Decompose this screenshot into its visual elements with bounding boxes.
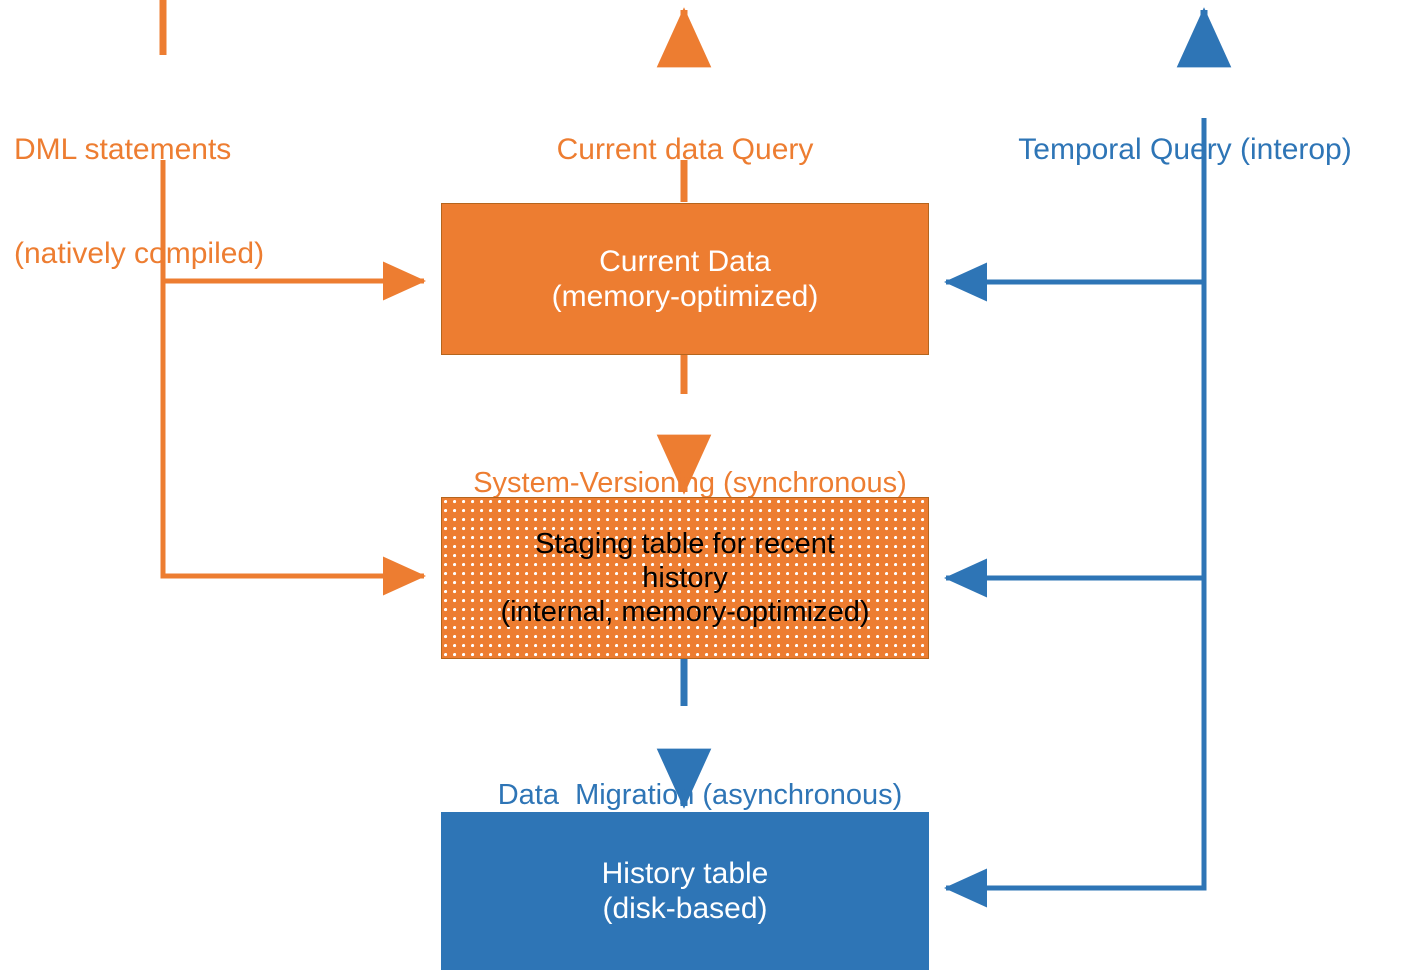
label-dml-statements-line1: DML statements (14, 132, 232, 166)
node-current-data-line2: (memory-optimized) (551, 280, 819, 313)
node-staging-table-line1: Staging table for recent (535, 527, 835, 560)
node-staging-table-line3: (internal, memory-optimized) (500, 596, 870, 629)
node-staging-table-line2: history (642, 561, 728, 594)
label-temporal-query-line1: Temporal Query (interop) (1018, 132, 1352, 166)
node-current-data[interactable]: Current Data (memory-optimized) (441, 203, 929, 355)
node-history-table-line2: (disk-based) (602, 892, 768, 925)
label-dml-statements: DML statements (natively compiled) (14, 63, 344, 341)
label-current-data-query-line1: Current data Query (556, 132, 814, 166)
label-data-migration-line1: Data Migration (asynchronous) (497, 779, 903, 812)
node-history-table-line1: History table (601, 856, 769, 890)
node-current-data-line1: Current Data (599, 244, 771, 278)
label-system-versioning-line1: System-Versioning (synchronous) (473, 467, 907, 500)
connector-dml-to-staging-table (160, 281, 427, 596)
node-staging-table[interactable]: Staging table for recent history (intern… (441, 497, 929, 659)
label-data-migration: Data Migration (asynchronous) (410, 712, 990, 880)
connector-temporal-query-to-history-table (943, 578, 1207, 908)
node-history-table[interactable]: History table (disk-based) (441, 812, 929, 970)
label-system-versioning: System-Versioning (synchronous) (400, 400, 980, 568)
label-temporal-query: Temporal Query (interop) (960, 63, 1410, 237)
connector-temporal-query-to-staging-table (943, 282, 1207, 598)
label-dml-statements-line2: (natively compiled) (14, 236, 265, 270)
